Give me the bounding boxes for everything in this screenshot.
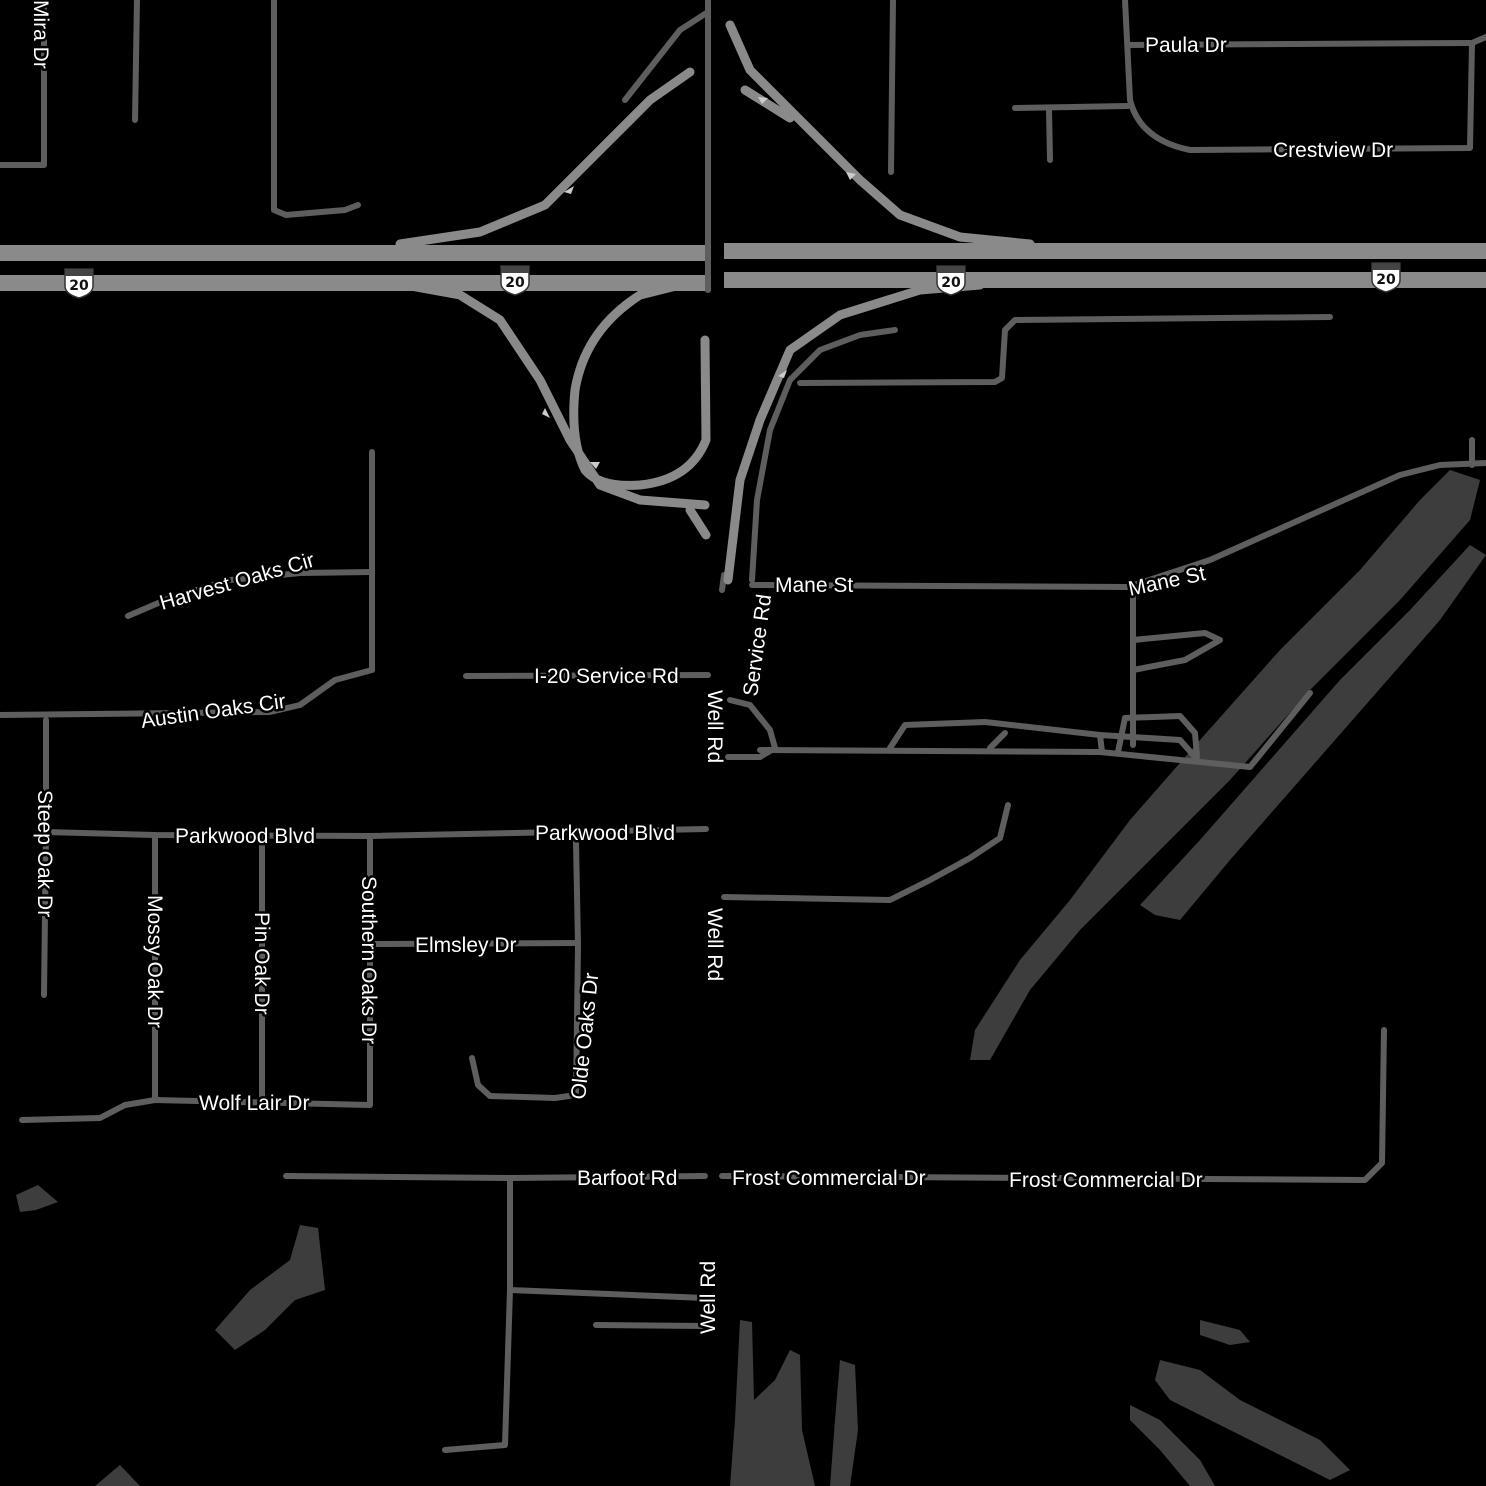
highway-ramp	[725, 20, 1035, 249]
street-label[interactable]: Well Rd	[701, 688, 729, 766]
street-label[interactable]: Steep Oak Dr	[31, 788, 59, 920]
water-body	[1130, 1405, 1215, 1486]
highway-ramp	[740, 85, 795, 123]
road	[1130, 630, 1223, 673]
street-label[interactable]: I-20 Service Rd	[532, 663, 682, 691]
arrow-icon	[778, 370, 787, 378]
road	[797, 314, 1333, 386]
arrow-icon	[590, 462, 600, 469]
street-label[interactable]: Parkwood Blvd	[173, 823, 318, 851]
street-label[interactable]: Southern Oaks Dr	[355, 874, 383, 1047]
street-label[interactable]: Elmsley Dr	[413, 932, 520, 960]
direction-arrows	[542, 97, 856, 469]
street-label[interactable]: Crestview Dr	[1271, 137, 1396, 165]
svg-text:20: 20	[941, 275, 961, 291]
road	[1097, 732, 1105, 755]
road	[43, 826, 709, 839]
road	[757, 690, 1313, 770]
road	[442, 1287, 513, 1453]
road	[132, 0, 140, 123]
highway-ramp	[569, 280, 711, 490]
street-label[interactable]: Mira Dr	[27, 0, 55, 71]
highway-ramp	[395, 67, 695, 249]
arrow-icon	[846, 172, 856, 180]
street-label[interactable]: Frost Commercial Dr	[730, 1165, 929, 1193]
highway-ramp	[400, 280, 710, 510]
interstate-20	[0, 0, 1486, 585]
road	[1115, 713, 1200, 760]
road	[125, 569, 375, 619]
svg-text:20: 20	[505, 275, 525, 291]
highway-ramp	[723, 280, 985, 585]
water-body	[730, 1320, 815, 1486]
road	[719, 572, 727, 593]
road	[1012, 103, 1131, 111]
water-body	[95, 1465, 140, 1486]
road	[1122, 0, 1486, 153]
road	[507, 1175, 708, 1301]
street-label[interactable]: Barfoot Rd	[575, 1165, 680, 1193]
interstate-shield-icon: 20	[936, 265, 966, 296]
svg-text:20: 20	[1376, 272, 1396, 288]
highway-ramp	[685, 505, 711, 540]
water-body	[830, 1360, 858, 1486]
street-label[interactable]: Olde Oaks Dr	[565, 969, 606, 1103]
street-label[interactable]: Well Rd	[695, 1258, 723, 1336]
road	[888, 0, 896, 175]
road	[463, 672, 711, 679]
arrow-icon	[564, 186, 574, 194]
street-labels: Mira Dr Paula Dr Crestview Dr Harvest Oa…	[27, 0, 1396, 1337]
road	[593, 1322, 708, 1329]
street-label[interactable]: Mane St	[773, 572, 856, 600]
water-body	[1140, 545, 1486, 920]
street-label[interactable]: Mane St	[1124, 560, 1210, 604]
street-label[interactable]: Well Rd	[701, 906, 729, 984]
street-label[interactable]: Mossy Oak Dr	[141, 893, 169, 1031]
street-label[interactable]: Paula Dr	[1143, 32, 1230, 60]
arrow-icon	[758, 97, 768, 104]
road	[622, 9, 711, 103]
road	[725, 697, 778, 760]
road	[721, 802, 1011, 903]
interstate-shield-icon: 20	[1371, 262, 1401, 293]
road	[749, 327, 898, 583]
street-label[interactable]: Austin Oaks Cir	[137, 687, 290, 735]
road	[719, 1027, 1387, 1183]
road	[749, 460, 1486, 590]
water-body	[16, 1185, 58, 1212]
road	[987, 730, 1008, 751]
street-label[interactable]: Harvest Oaks Cir	[155, 546, 320, 617]
street-label[interactable]: Parkwood Blvd	[533, 820, 678, 848]
road	[367, 940, 581, 947]
water-body	[1200, 1320, 1250, 1345]
interstate-shield-icon: 20	[500, 265, 530, 296]
street-label[interactable]: Frost Commercial Dr	[1007, 1167, 1206, 1195]
road	[271, 0, 361, 218]
street-label[interactable]: Wolf Lair Dr	[197, 1090, 312, 1118]
road	[1127, 40, 1473, 48]
street-label[interactable]: Service Rd	[737, 590, 779, 700]
road	[19, 833, 373, 1123]
local-roads	[0, 0, 1486, 1453]
svg-text:20: 20	[69, 278, 89, 294]
road	[887, 719, 1198, 760]
street-label[interactable]: Pin Oak Dr	[248, 910, 276, 1018]
road	[0, 0, 47, 168]
water-body	[215, 1225, 325, 1350]
interstate-shields: 20 20 20 20	[64, 262, 1401, 299]
water-body	[1155, 1360, 1350, 1480]
road	[469, 839, 581, 1101]
arrow-icon	[542, 408, 550, 418]
road	[0, 449, 375, 718]
road	[1046, 107, 1053, 163]
interstate-shield-icon: 20	[64, 268, 94, 299]
